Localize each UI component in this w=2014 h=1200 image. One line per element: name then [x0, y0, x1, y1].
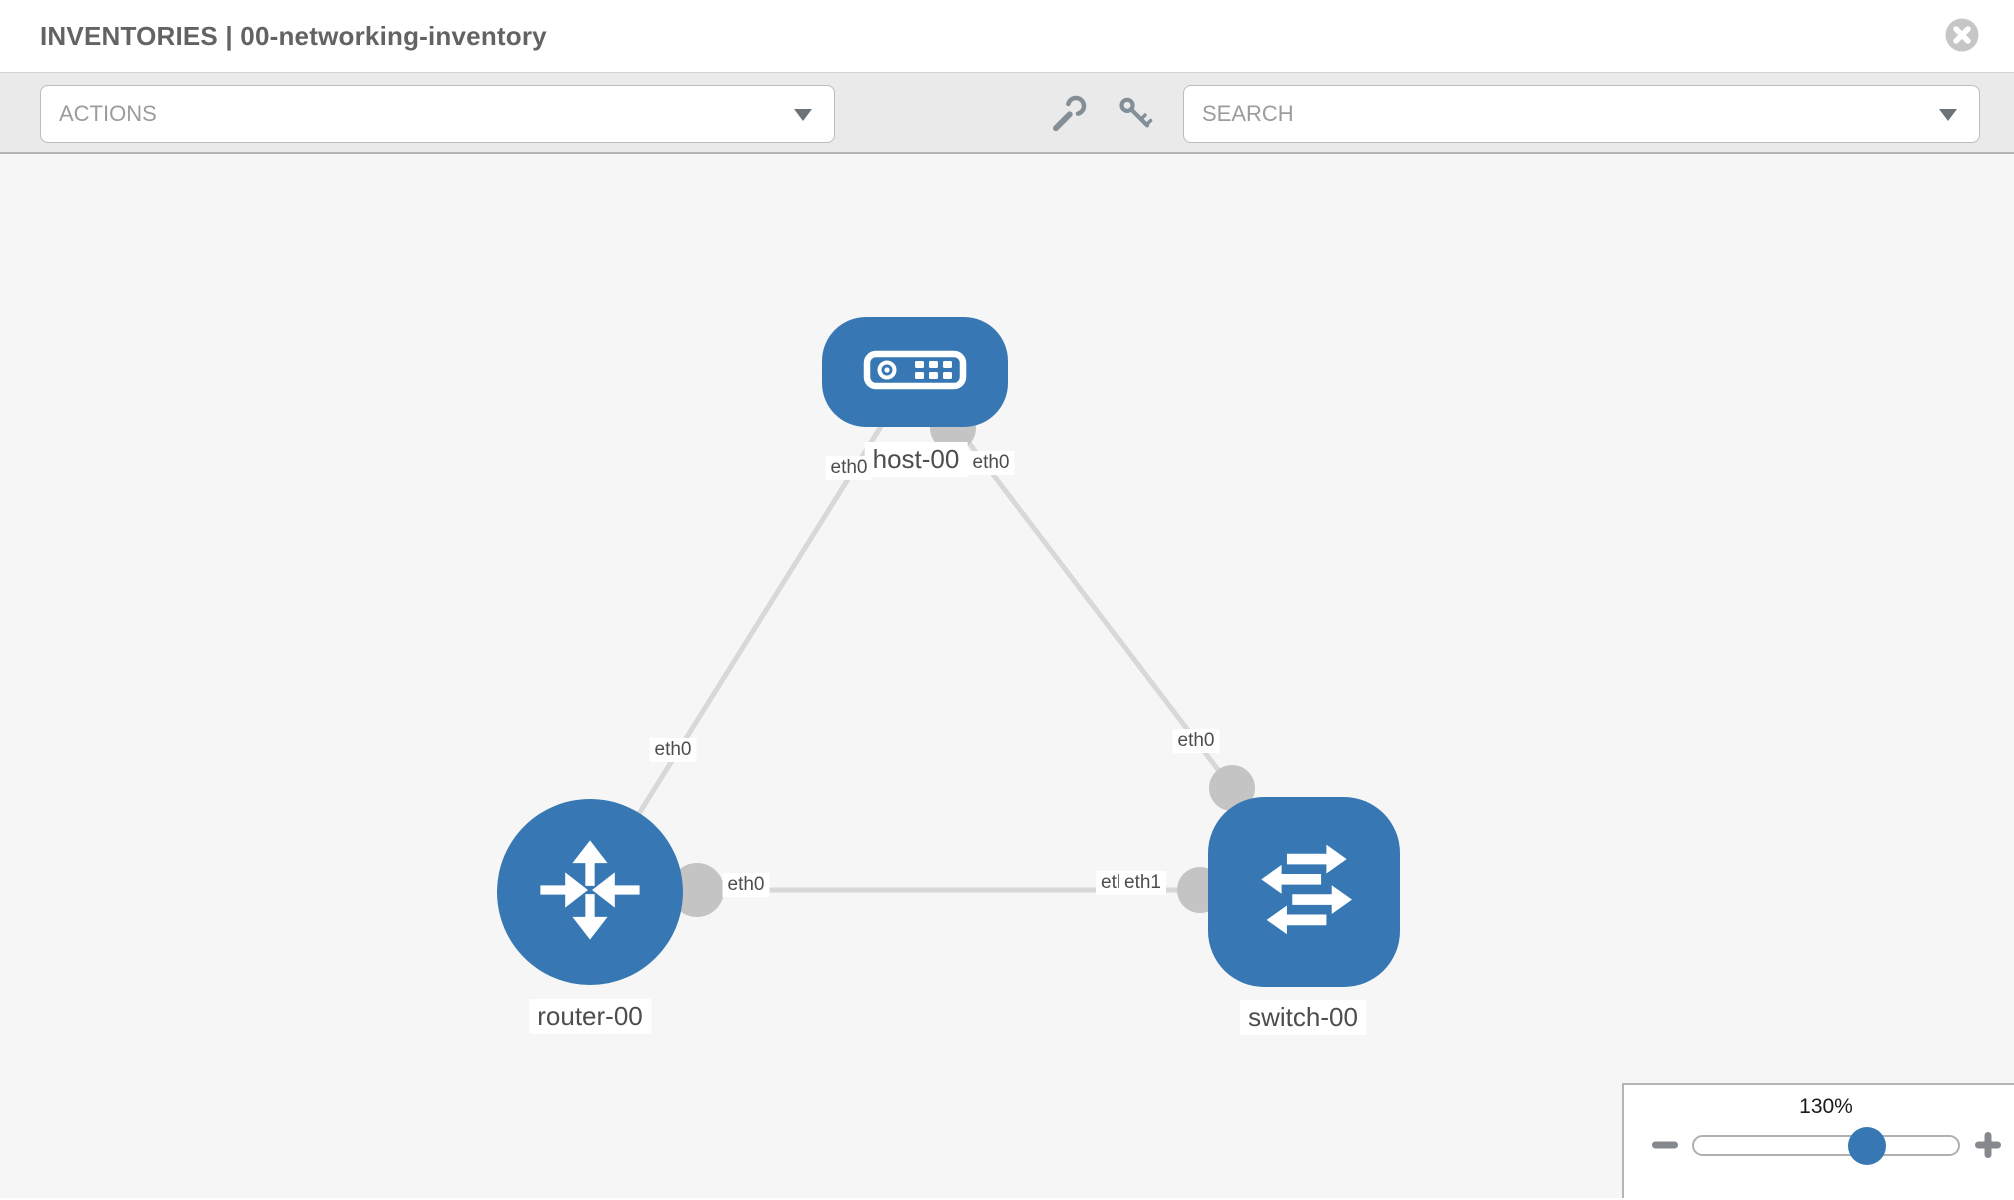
zoom-slider-track[interactable] [1692, 1127, 1960, 1165]
node-label-switch: switch-00 [1240, 1000, 1366, 1035]
interface-label-switch-top: eth0 [1172, 729, 1220, 753]
actions-dropdown-label: ACTIONS [59, 101, 157, 126]
interface-label-host-left: eth0 [825, 456, 873, 480]
zoom-percentage: 130% [1799, 1095, 1853, 1118]
plus-icon [1973, 1132, 2003, 1163]
toolbar: ACTIONS SEARCH [0, 72, 2014, 154]
zoom-in-button[interactable] [1973, 1130, 2003, 1160]
header: INVENTORIES | 00-networking-inventory [0, 0, 2014, 72]
page-title: INVENTORIES | 00-networking-inventory [40, 21, 547, 51]
wrench-icon [1049, 95, 1087, 136]
interface-label-switch-left-eth1: eth1 [1119, 871, 1166, 895]
chevron-down-icon [1939, 109, 1957, 121]
switch-icon [1240, 826, 1368, 959]
router-icon [528, 828, 652, 957]
node-switch-00[interactable] [1208, 797, 1400, 987]
topology-links-layer [587, 370, 1304, 917]
connector-router-right [670, 863, 724, 917]
circle-x-icon [1944, 18, 1980, 56]
close-button[interactable] [1944, 17, 1980, 53]
zoom-slider-knob[interactable] [1848, 1127, 1886, 1165]
connector-switch-top [1209, 765, 1255, 811]
interface-label-router-top: eth0 [649, 738, 697, 762]
node-host-00[interactable] [822, 317, 1008, 427]
node-router-00[interactable] [497, 799, 683, 985]
search-dropdown-label: SEARCH [1202, 101, 1294, 126]
host-icon [863, 350, 967, 395]
node-label-host: host-00 [864, 442, 968, 477]
zoom-out-button[interactable] [1650, 1130, 1680, 1160]
actions-dropdown[interactable]: ACTIONS [40, 85, 835, 143]
key-icon [1116, 97, 1154, 136]
minus-icon [1650, 1141, 1680, 1163]
configure-button[interactable] [1049, 95, 1087, 133]
zoom-control-panel: 130% [1622, 1083, 2014, 1198]
key-button[interactable] [1116, 95, 1154, 133]
search-dropdown[interactable]: SEARCH [1183, 85, 1980, 143]
chevron-down-icon [794, 109, 812, 121]
topology-canvas[interactable]: host-00 router-00 switch-00 eth0 eth0 et… [0, 154, 2014, 1198]
node-label-router: router-00 [529, 999, 651, 1034]
interface-label-router-right: eth0 [722, 873, 770, 897]
interface-label-host-right: eth0 [967, 451, 1015, 475]
